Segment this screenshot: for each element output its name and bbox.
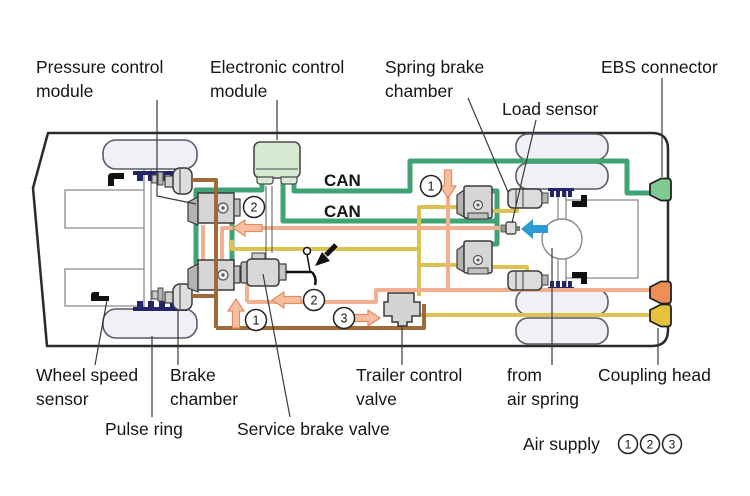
flow-marker-1: 1 [428, 180, 435, 194]
flow-marker-3: 3 [341, 312, 348, 326]
label-electronic-control-2: module [210, 81, 267, 101]
label-spring-brake-2: chamber [385, 81, 453, 101]
label-trailer-control-2: valve [356, 389, 397, 409]
wheel-front-left [102, 139, 198, 170]
label-from-air-spring-1: from [507, 365, 542, 385]
flow-marker-2: 2 [311, 294, 318, 308]
label-service-brake-valve: Service brake valve [237, 419, 390, 439]
label-spring-brake-1: Spring brake [385, 57, 484, 77]
wheel-front-right [102, 308, 198, 339]
flow-marker-1: 1 [253, 314, 260, 328]
trailer-control-valve [383, 292, 421, 327]
leader-lines [94, 78, 663, 418]
spring-brake-chamber-bottom [507, 270, 549, 291]
air-supply-legend: 1 2 3 [617, 433, 683, 455]
label-pressure-control-2: module [36, 81, 93, 101]
flow-arrow-left-icon [270, 290, 302, 310]
spring-brake-chamber-top [507, 188, 549, 209]
front-axle-frame [64, 169, 152, 309]
labels: Pressure control module Electronic contr… [36, 57, 718, 454]
air-supply-number-3: 3 [669, 438, 676, 452]
pressure-control-module-rear-bottom [456, 240, 493, 275]
label-can-2: CAN [324, 202, 361, 221]
label-load-sensor: Load sensor [502, 99, 598, 119]
wheel-speed-sensor-icon [572, 195, 587, 207]
label-electronic-control-1: Electronic control [210, 57, 344, 77]
label-pulse-ring: Pulse ring [105, 419, 183, 439]
coupling-head-service [649, 280, 672, 305]
flow-arrow-left-icon [231, 218, 263, 238]
electronic-control-module [253, 141, 301, 185]
service-brake-valve [240, 243, 338, 287]
label-ebs-connector: EBS connector [601, 57, 718, 77]
label-brake-chamber-1: Brake [170, 365, 216, 385]
flow-arrow-up-icon [226, 297, 246, 329]
label-pressure-control-1: Pressure control [36, 57, 163, 77]
wheel-rear-left-inner [515, 162, 609, 190]
wheel-speed-sensor-icon [108, 173, 124, 186]
label-from-air-spring-2: air spring [507, 389, 579, 409]
air-supply-number-1: 1 [625, 438, 632, 452]
load-sensor [500, 221, 520, 235]
wheel-speed-sensor-icon [572, 272, 587, 284]
wheel-rear-right-outer [515, 317, 609, 345]
label-coupling-head: Coupling head [598, 365, 711, 385]
coupling-head-supply [649, 303, 672, 328]
pressure-control-module-rear-top [456, 185, 493, 220]
brown-air-lines [216, 304, 426, 330]
air-supply-number-2: 2 [647, 438, 654, 452]
wheel-rear-right-inner [515, 288, 609, 316]
label-trailer-control-1: Trailer control [356, 365, 462, 385]
label-wheel-speed-2: sensor [36, 389, 89, 409]
label-air-supply: Air supply [523, 434, 600, 454]
wheel-speed-sensor-icon [91, 292, 109, 301]
flow-number-markers: 1 1 2 2 3 [242, 174, 443, 332]
wheel-speed-sensors [91, 173, 587, 301]
pedal-press-arrow-icon [315, 243, 338, 266]
label-brake-chamber-2: chamber [170, 389, 238, 409]
air-spring-flow-arrow-icon [521, 219, 548, 239]
flow-marker-2: 2 [251, 201, 258, 215]
label-wheel-speed-1: Wheel speed [36, 365, 138, 385]
brown-air-lines-front [192, 178, 218, 328]
ebs-connector-plug [649, 177, 672, 202]
label-can-1: CAN [324, 171, 361, 190]
